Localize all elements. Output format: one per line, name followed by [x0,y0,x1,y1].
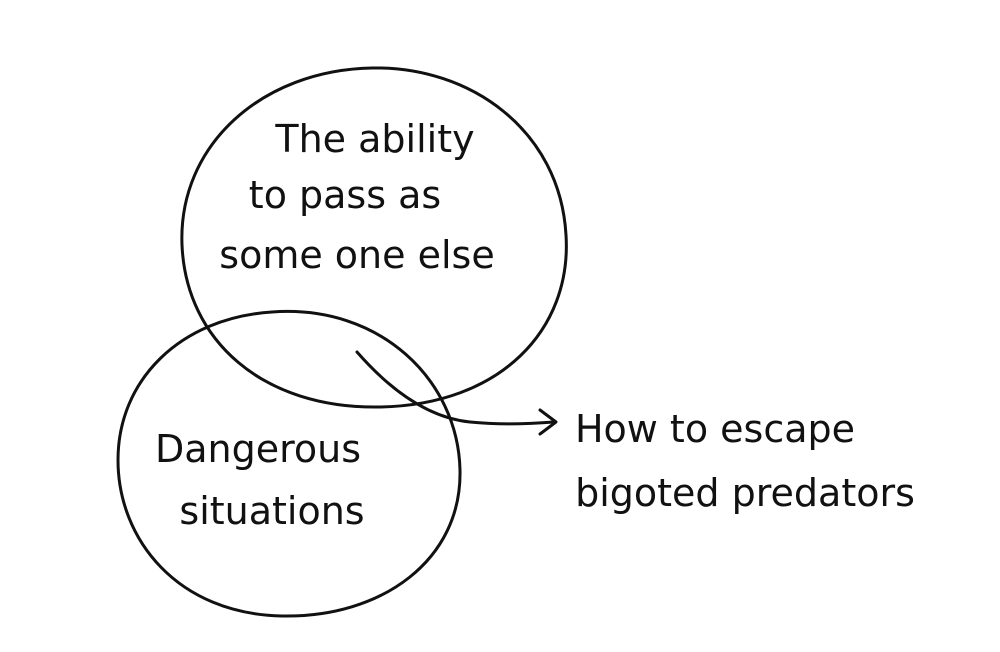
circle-bottom-line-2: situations [179,489,364,533]
intersection-label-line-1: How to escape [575,407,855,451]
arrow-head-icon [538,408,558,436]
arrow-connector [355,350,556,426]
intersection-label-line-2: bigoted predators [575,471,915,515]
circle-top-line-2: to pass as [249,173,441,217]
circle-ability-to-pass [180,66,568,409]
circle-bottom-line-1: Dangerous [155,427,361,471]
circle-top-line-3: some one else [219,233,494,277]
circle-top-line-1: The ability [274,117,474,161]
circle-dangerous-situations [116,309,462,618]
